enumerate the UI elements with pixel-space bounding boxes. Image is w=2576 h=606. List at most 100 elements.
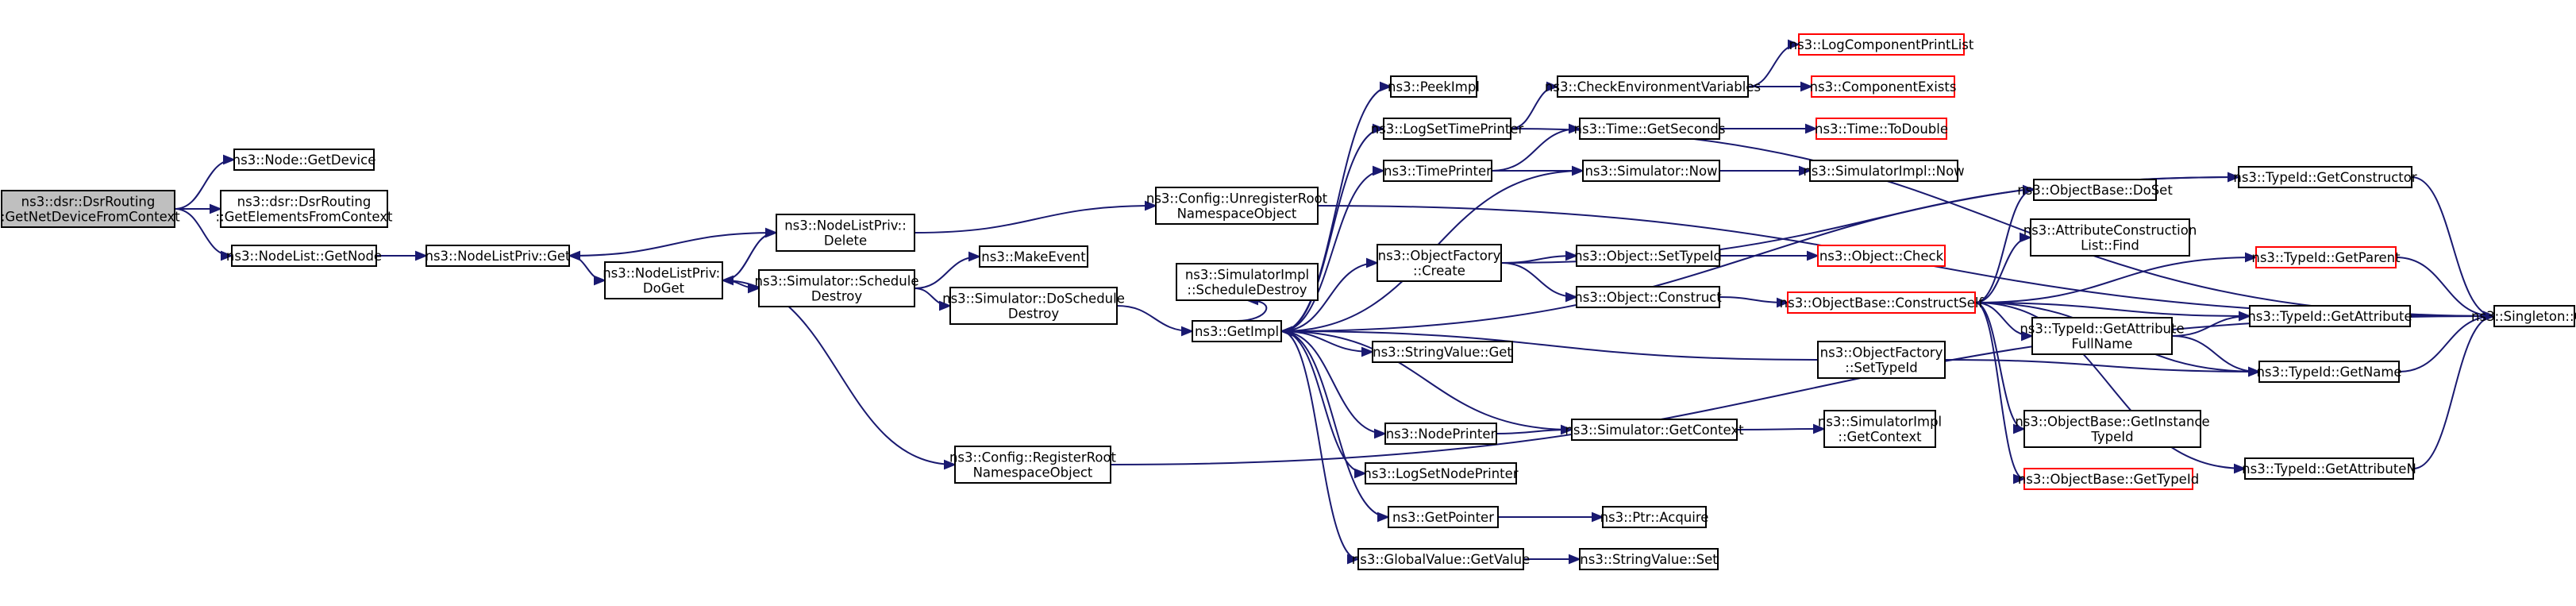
edge-objfactory_settypeid-to-getimpl [1281,331,1819,361]
edge-root-to-getnode [174,208,233,256]
node-typeid_getattributen[interactable]: ns3::TypeId::GetAttributeN [2242,457,2416,480]
node-simimplnow[interactable]: ns3::SimulatorImpl::Now [1803,160,1965,182]
node-getpointer[interactable]: ns3::GetPointer [1388,506,1499,528]
node-constructself[interactable]: ns3::ObjectBase::ConstructSelf [1780,291,1985,314]
node-logcompprint[interactable]: ns3::LogComponentPrintList [1789,33,1974,56]
node-label: TypeId [2090,430,2133,445]
node-makeevent[interactable]: ns3::MakeEvent [979,245,1088,268]
node-getelements[interactable]: ns3::dsr::DsrRouting::GetElementsFromCon… [216,190,393,228]
node-nodeprinter[interactable]: ns3::NodePrinter [1384,423,1497,445]
node-label: ns3::GlobalValue::GetValue [1352,552,1530,567]
edge-logsettime-to-singleton [1510,128,2494,316]
node-objconstruct[interactable]: ns3::Object::Construct [1574,286,1722,308]
node-box [1823,410,1936,448]
node-unreg_root[interactable]: ns3::Config::UnregisterRootNamespaceObje… [1146,187,1328,225]
node-singleton[interactable]: ns3::Singleton::Get [2471,305,2576,327]
edge-constructself-to-typeid_getattributen [1974,302,2245,469]
node-nlp_delete[interactable]: ns3::NodeListPriv::Delete [776,214,915,252]
node-box [2031,317,2173,355]
node-checkenv[interactable]: ns3::CheckEnvironmentVariables [1545,75,1761,98]
node-box [2023,410,2201,448]
node-box [1155,187,1319,225]
node-typeid_getname[interactable]: ns3::TypeId::GetName [2256,361,2402,383]
node-objfactory_settypeid[interactable]: ns3::ObjectFactory::SetTypeId [1817,341,1946,379]
node-compexists[interactable]: ns3::ComponentExists [1810,75,1957,98]
node-box [1377,244,1502,282]
node-getimpl[interactable]: ns3::GetImpl [1192,320,1282,342]
edge-constructself-to-objbase_getinstance [1974,302,2025,429]
edge-nlp_delete-to-nlp_get [569,232,777,256]
node-peekimpl[interactable]: ns3::PeekImpl [1388,75,1480,98]
edge-typeid_getconstructor-to-singleton [2411,176,2495,316]
node-label: ns3::TypeId::GetConstructor [2233,170,2416,185]
node-simgetcontext[interactable]: ns3::Simulator::GetContext [1565,419,1744,441]
node-label: ns3::Time::ToDouble [1815,122,1948,137]
node-objcheck[interactable]: ns3::Object::Check [1817,245,1946,267]
node-label: ns3::ComponentExists [1810,79,1957,95]
node-box [1,190,175,228]
node-label: ns3::Simulator::GetContext [1565,423,1744,438]
edge-constructself-to-typeid_getattrfull [1974,302,2032,336]
node-box [1811,75,1955,98]
node-label: ::GetElementsFromContext [216,210,393,225]
node-getdevice[interactable]: ns3::Node::GetDevice [233,149,376,171]
node-sched_destroy[interactable]: ns3::Simulator::ScheduleDestroy [755,269,919,307]
node-label: ns3::NodeListPriv:: [784,218,907,234]
node-timetodouble[interactable]: ns3::Time::ToDouble [1815,118,1948,140]
edge-constructself-to-typeid_getattribute [1974,302,2250,316]
node-label: ns3::Object::Construct [1574,290,1722,305]
edge-typeid_getparent-to-singleton [2395,257,2494,316]
node-label: ns3::Config::RegisterRoot [949,450,1117,465]
node-nlp_doget[interactable]: ns3::NodeListPriv::DoGet [603,261,725,299]
node-timegetseconds[interactable]: ns3::Time::GetSeconds [1574,118,1726,140]
node-label: NamespaceObject [1177,207,1297,222]
node-logsetnode[interactable]: ns3::LogSetNodePrinter [1363,462,1519,484]
node-typeid_getparent[interactable]: ns3::TypeId::GetParent [2251,246,2401,268]
node-label: ns3::Simulator::DoSchedule [942,291,1125,307]
node-typeid_getconstructor[interactable]: ns3::TypeId::GetConstructor [2233,166,2417,188]
node-box [1576,286,1720,308]
node-objsettypeid[interactable]: ns3::Object::SetTypeId [1574,245,1722,267]
node-box [1372,341,1513,363]
node-box [1817,245,1946,267]
node-simimpl_sched[interactable]: ns3::SimulatorImpl::ScheduleDestroy [1176,263,1319,301]
node-box [233,149,375,171]
node-label: ns3::AttributeConstruction [2023,223,2197,238]
edge-nlp_delete-to-nlp_doget [722,232,777,280]
node-stringvalue_get[interactable]: ns3::StringValue::Get [1372,341,1513,363]
node-layer: ns3::dsr::DsrRouting::GetNetDeviceFromCo… [0,33,2576,570]
node-globalvalue[interactable]: ns3::GlobalValue::GetValue [1352,548,1530,570]
node-timeprinter[interactable]: ns3::TimePrinter [1383,160,1492,182]
node-logsettime[interactable]: ns3::LogSetTimePrinter [1371,118,1524,140]
node-ptracquire[interactable]: ns3::Ptr::Acquire [1600,506,1709,528]
node-label: ::GetContext [1838,430,1922,445]
node-label: ns3::TypeId::GetAttribute [2020,322,2184,337]
node-getnode[interactable]: ns3::NodeList::GetNode [226,245,382,267]
node-box [776,214,915,252]
node-box [1557,75,1749,98]
node-label: ns3::NodePrinter [1386,427,1496,442]
node-box [425,245,570,267]
node-box [1602,506,1707,528]
node-label: ns3::GetPointer [1392,510,1494,525]
node-label: NamespaceObject [973,465,1093,481]
node-stringvalue_set[interactable]: ns3::StringValue::Set [1579,548,1719,570]
node-label: ns3::Node::GetDevice [233,152,376,168]
node-root[interactable]: ns3::dsr::DsrRouting::GetNetDeviceFromCo… [0,190,180,228]
node-label: ns3::Time::GetSeconds [1574,122,1726,137]
node-nlp_get[interactable]: ns3::NodeListPriv::Get [425,245,572,267]
edge-nodeprinter-to-simgetcontext [1496,430,1572,434]
edge-simgetcontext-to-simimpl_getcontext [1736,429,1824,430]
node-box [2255,246,2397,268]
node-objfactory_create[interactable]: ns3::ObjectFactory::Create [1377,244,1502,282]
node-typeid_getattribute[interactable]: ns3::TypeId::GetAttribute [2247,305,2412,327]
node-objbase_gettypeid[interactable]: ns3::ObjectBase::GetTypeId [2018,468,2199,490]
node-simimpl_getcontext[interactable]: ns3::SimulatorImpl::GetContext [1818,410,1942,448]
node-objbase_doset[interactable]: ns3::ObjectBase::DoSet [2017,179,2173,201]
node-simnow[interactable]: ns3::Simulator::Now [1582,160,1720,182]
